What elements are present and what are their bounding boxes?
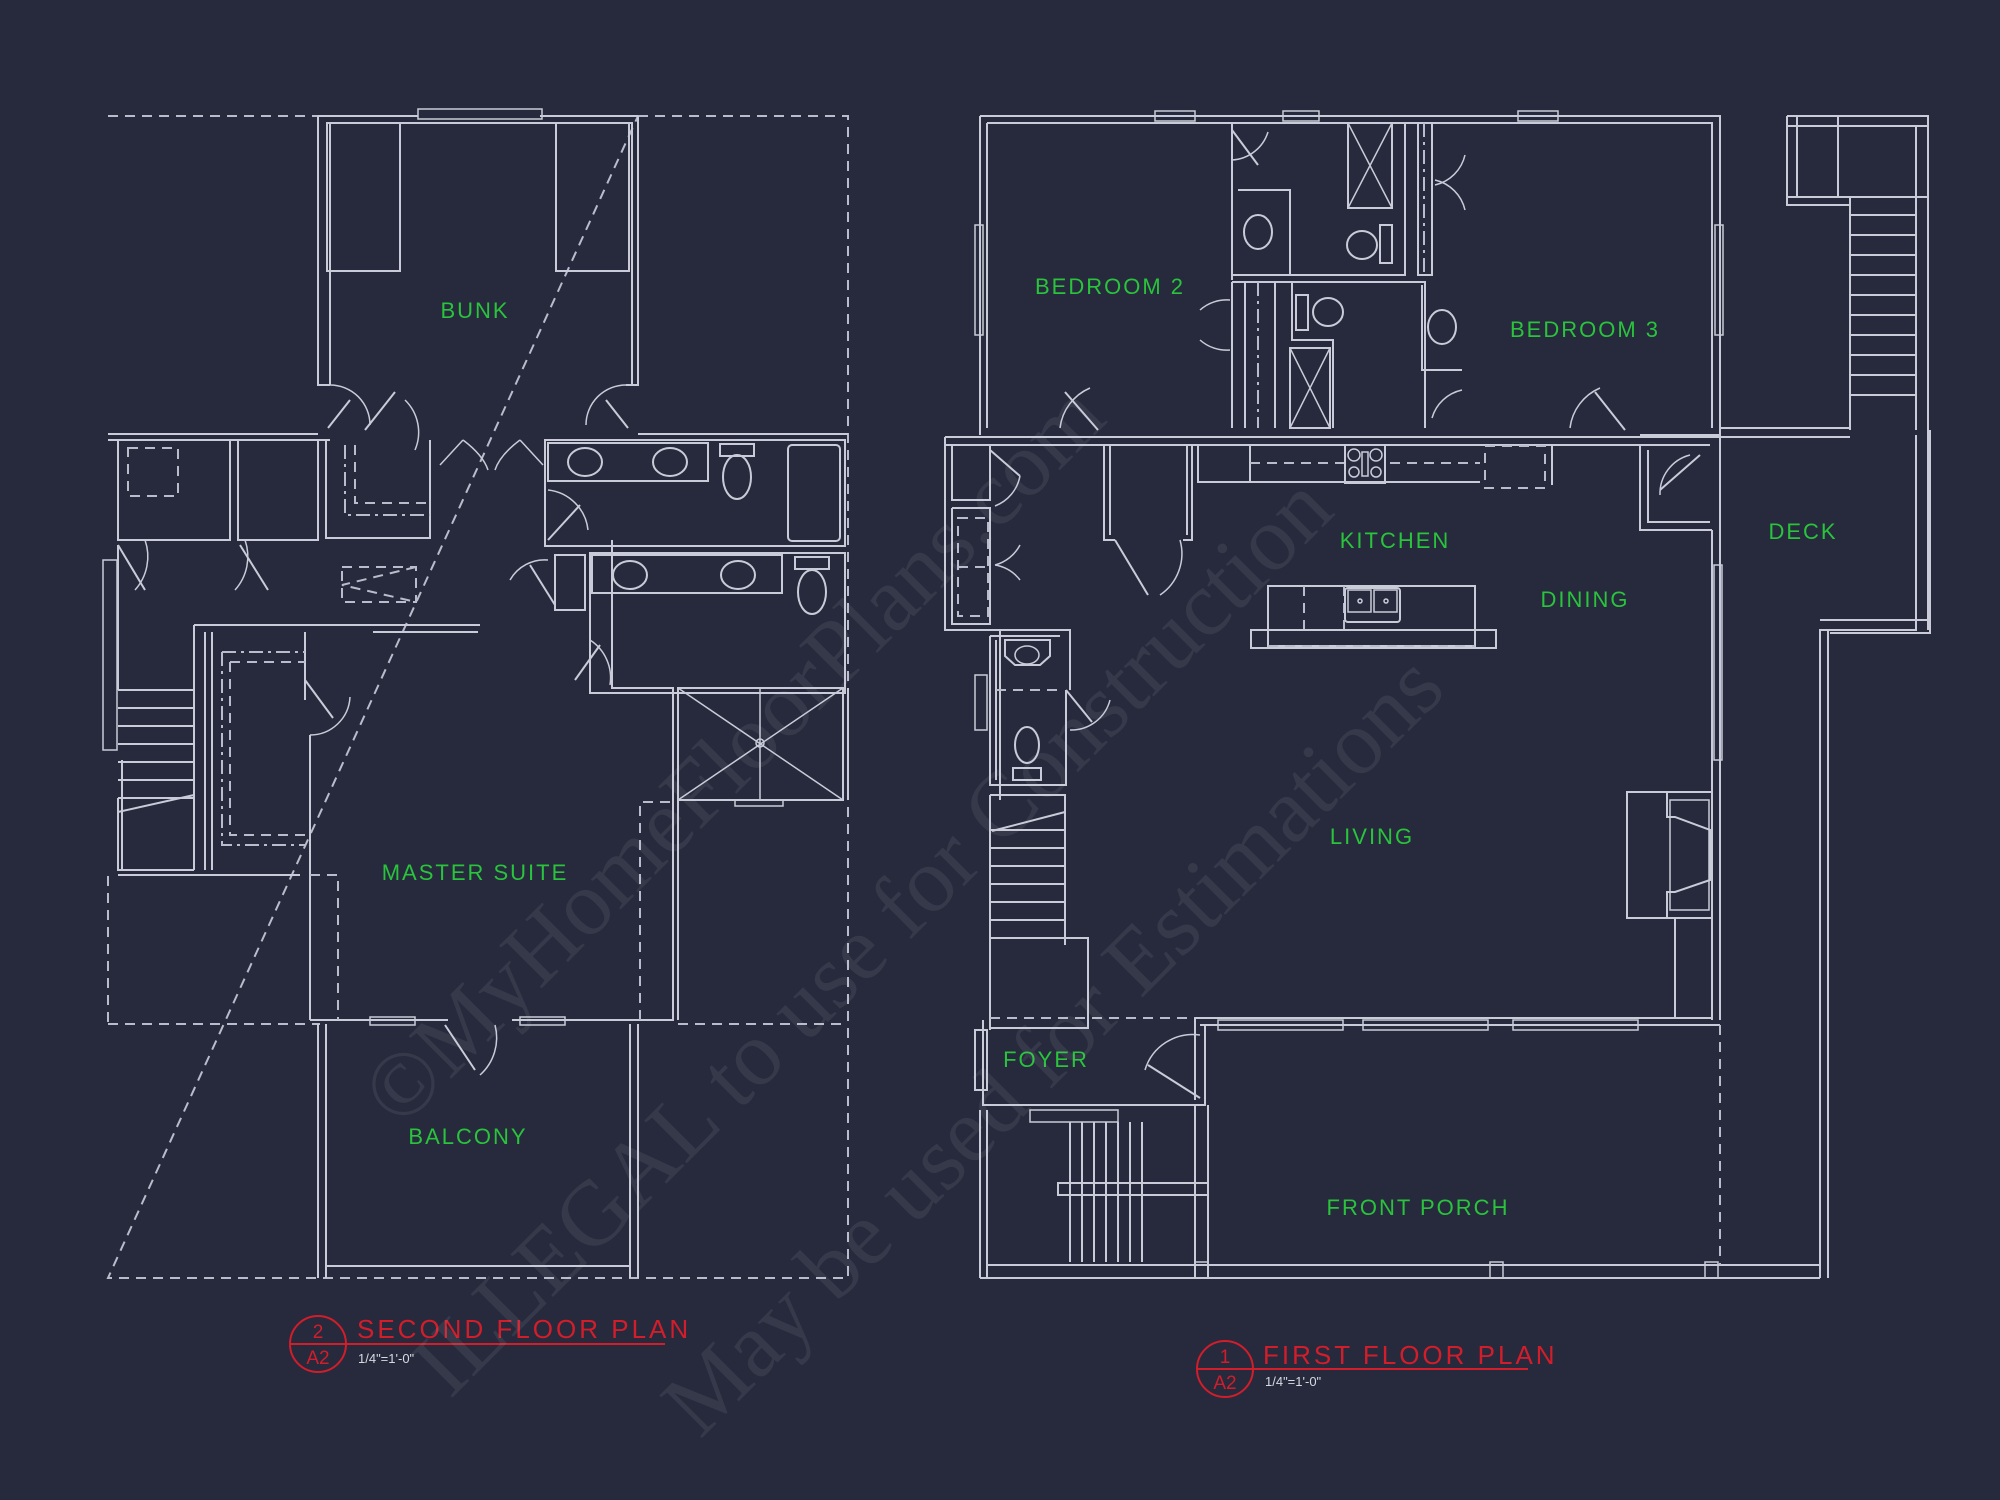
wall-line xyxy=(945,436,1720,446)
scale-note: 1/4"=1'-0" xyxy=(1265,1374,1322,1389)
toilet-icon xyxy=(797,569,827,615)
window xyxy=(417,108,543,120)
plan-title: FIRST FLOOR PLAN xyxy=(1263,1340,1558,1370)
toilet-tank xyxy=(794,556,830,570)
deck-stairs xyxy=(1720,115,1929,438)
room-label-deck: DECK xyxy=(1768,519,1837,544)
window xyxy=(974,674,988,731)
dining-side xyxy=(1639,435,1723,1020)
sink-icon xyxy=(1004,639,1051,666)
master-closet xyxy=(118,632,351,1020)
stair-first-floor xyxy=(989,794,1089,1030)
scale-note: 1/4"=1'-0" xyxy=(358,1351,415,1366)
fireplace xyxy=(1626,790,1713,1020)
jack-and-jill-bath xyxy=(1199,122,1466,429)
front-porch-outline xyxy=(980,1025,1820,1279)
window xyxy=(102,559,118,751)
wall-left xyxy=(117,545,123,870)
balcony xyxy=(317,1024,639,1278)
cooktop-icon xyxy=(1344,444,1386,484)
room-label-bedroom-3: BEDROOM 3 xyxy=(1510,317,1660,342)
attic-hatch xyxy=(341,566,417,603)
toilet-icon xyxy=(1346,230,1378,260)
sink-icon xyxy=(720,560,756,590)
bunk-bed-left xyxy=(326,122,401,272)
sink-icon xyxy=(1427,309,1457,345)
vanity-2 xyxy=(591,554,783,594)
sheet-number: A2 xyxy=(306,1348,329,1369)
powder-room xyxy=(974,629,1111,786)
watermark: ©MyHomeFloorPlans.com ILLEGAL to use for… xyxy=(342,363,1462,1454)
door-swing xyxy=(329,384,371,426)
window xyxy=(1362,1019,1489,1031)
room-label-bunk: BUNK xyxy=(440,298,509,323)
window xyxy=(519,1016,566,1026)
room-label-living: LIVING xyxy=(1330,824,1414,849)
detail-number: 1 xyxy=(1220,1347,1231,1368)
room-label-balcony: BALCONY xyxy=(408,1124,527,1149)
sink-icon xyxy=(612,560,648,590)
window xyxy=(1517,110,1559,122)
first-floor-title-block: 1 A2 FIRST FLOOR PLAN 1/4"=1'-0" xyxy=(1196,1340,1558,1398)
double-door xyxy=(439,439,544,466)
detail-number: 2 xyxy=(313,1322,324,1343)
sheet-number: A2 xyxy=(1213,1373,1236,1394)
shower-icon xyxy=(1347,122,1393,209)
kitchen-island xyxy=(1250,585,1497,649)
window xyxy=(1512,1019,1639,1031)
room-label-dining: DINING xyxy=(1541,587,1630,612)
window xyxy=(369,1016,416,1026)
shower-icon xyxy=(1289,347,1331,429)
first-floor-plan xyxy=(944,110,1931,1279)
sink-icon xyxy=(1243,214,1273,250)
vanity xyxy=(547,442,709,482)
bedroom-3-door xyxy=(1569,387,1601,429)
sink-icon xyxy=(567,447,603,477)
master-shower xyxy=(677,687,849,1020)
room-label-foyer: FOYER xyxy=(1003,1047,1089,1072)
stair-second-floor xyxy=(102,559,195,871)
toilet-icon xyxy=(722,454,752,500)
bathtub-icon xyxy=(787,444,841,542)
bunk-bed-right xyxy=(555,122,630,272)
room-label-front-porch: FRONT PORCH xyxy=(1327,1195,1510,1220)
window xyxy=(1154,110,1196,122)
window xyxy=(1714,224,1724,336)
toilet-icon xyxy=(1014,726,1040,764)
drain-icon xyxy=(755,738,765,748)
plan-title: SECOND FLOOR PLAN xyxy=(357,1314,691,1344)
bedroom-2-door xyxy=(1059,387,1091,429)
sink-icon xyxy=(1344,587,1401,623)
sink-icon xyxy=(652,447,688,477)
kitchen-counter xyxy=(1197,444,1553,489)
refrigerator xyxy=(1484,445,1546,489)
porch-steps xyxy=(979,1105,1209,1278)
master-suite-walls xyxy=(310,540,674,1076)
window xyxy=(1282,110,1320,122)
exterior-wall xyxy=(979,115,1721,436)
second-floor-title-block: 2 A2 SECOND FLOOR PLAN 1/4"=1'-0" xyxy=(289,1314,691,1373)
window xyxy=(1713,564,1723,761)
room-label-kitchen: KITCHEN xyxy=(1340,528,1451,553)
window xyxy=(1217,1019,1344,1031)
window xyxy=(974,224,984,336)
bunk-room xyxy=(317,108,639,429)
room-labels: BUNK MASTER SUITE BALCONY BEDROOM 2 BEDR… xyxy=(382,274,1837,1220)
roof-outline-dashed xyxy=(106,115,849,1279)
deck-outline xyxy=(1819,435,1930,1278)
second-floor-plan xyxy=(102,108,849,1279)
room-label-master-suite: MASTER SUITE xyxy=(382,860,569,885)
foyer-closets xyxy=(944,437,1193,800)
second-floor-baths xyxy=(509,439,846,694)
room-label-bedroom-2: BEDROOM 2 xyxy=(1035,274,1185,299)
attic-access xyxy=(127,447,179,497)
closets-left xyxy=(117,391,431,591)
toilet-icon xyxy=(1312,297,1344,327)
front-wall xyxy=(974,1017,1720,1106)
